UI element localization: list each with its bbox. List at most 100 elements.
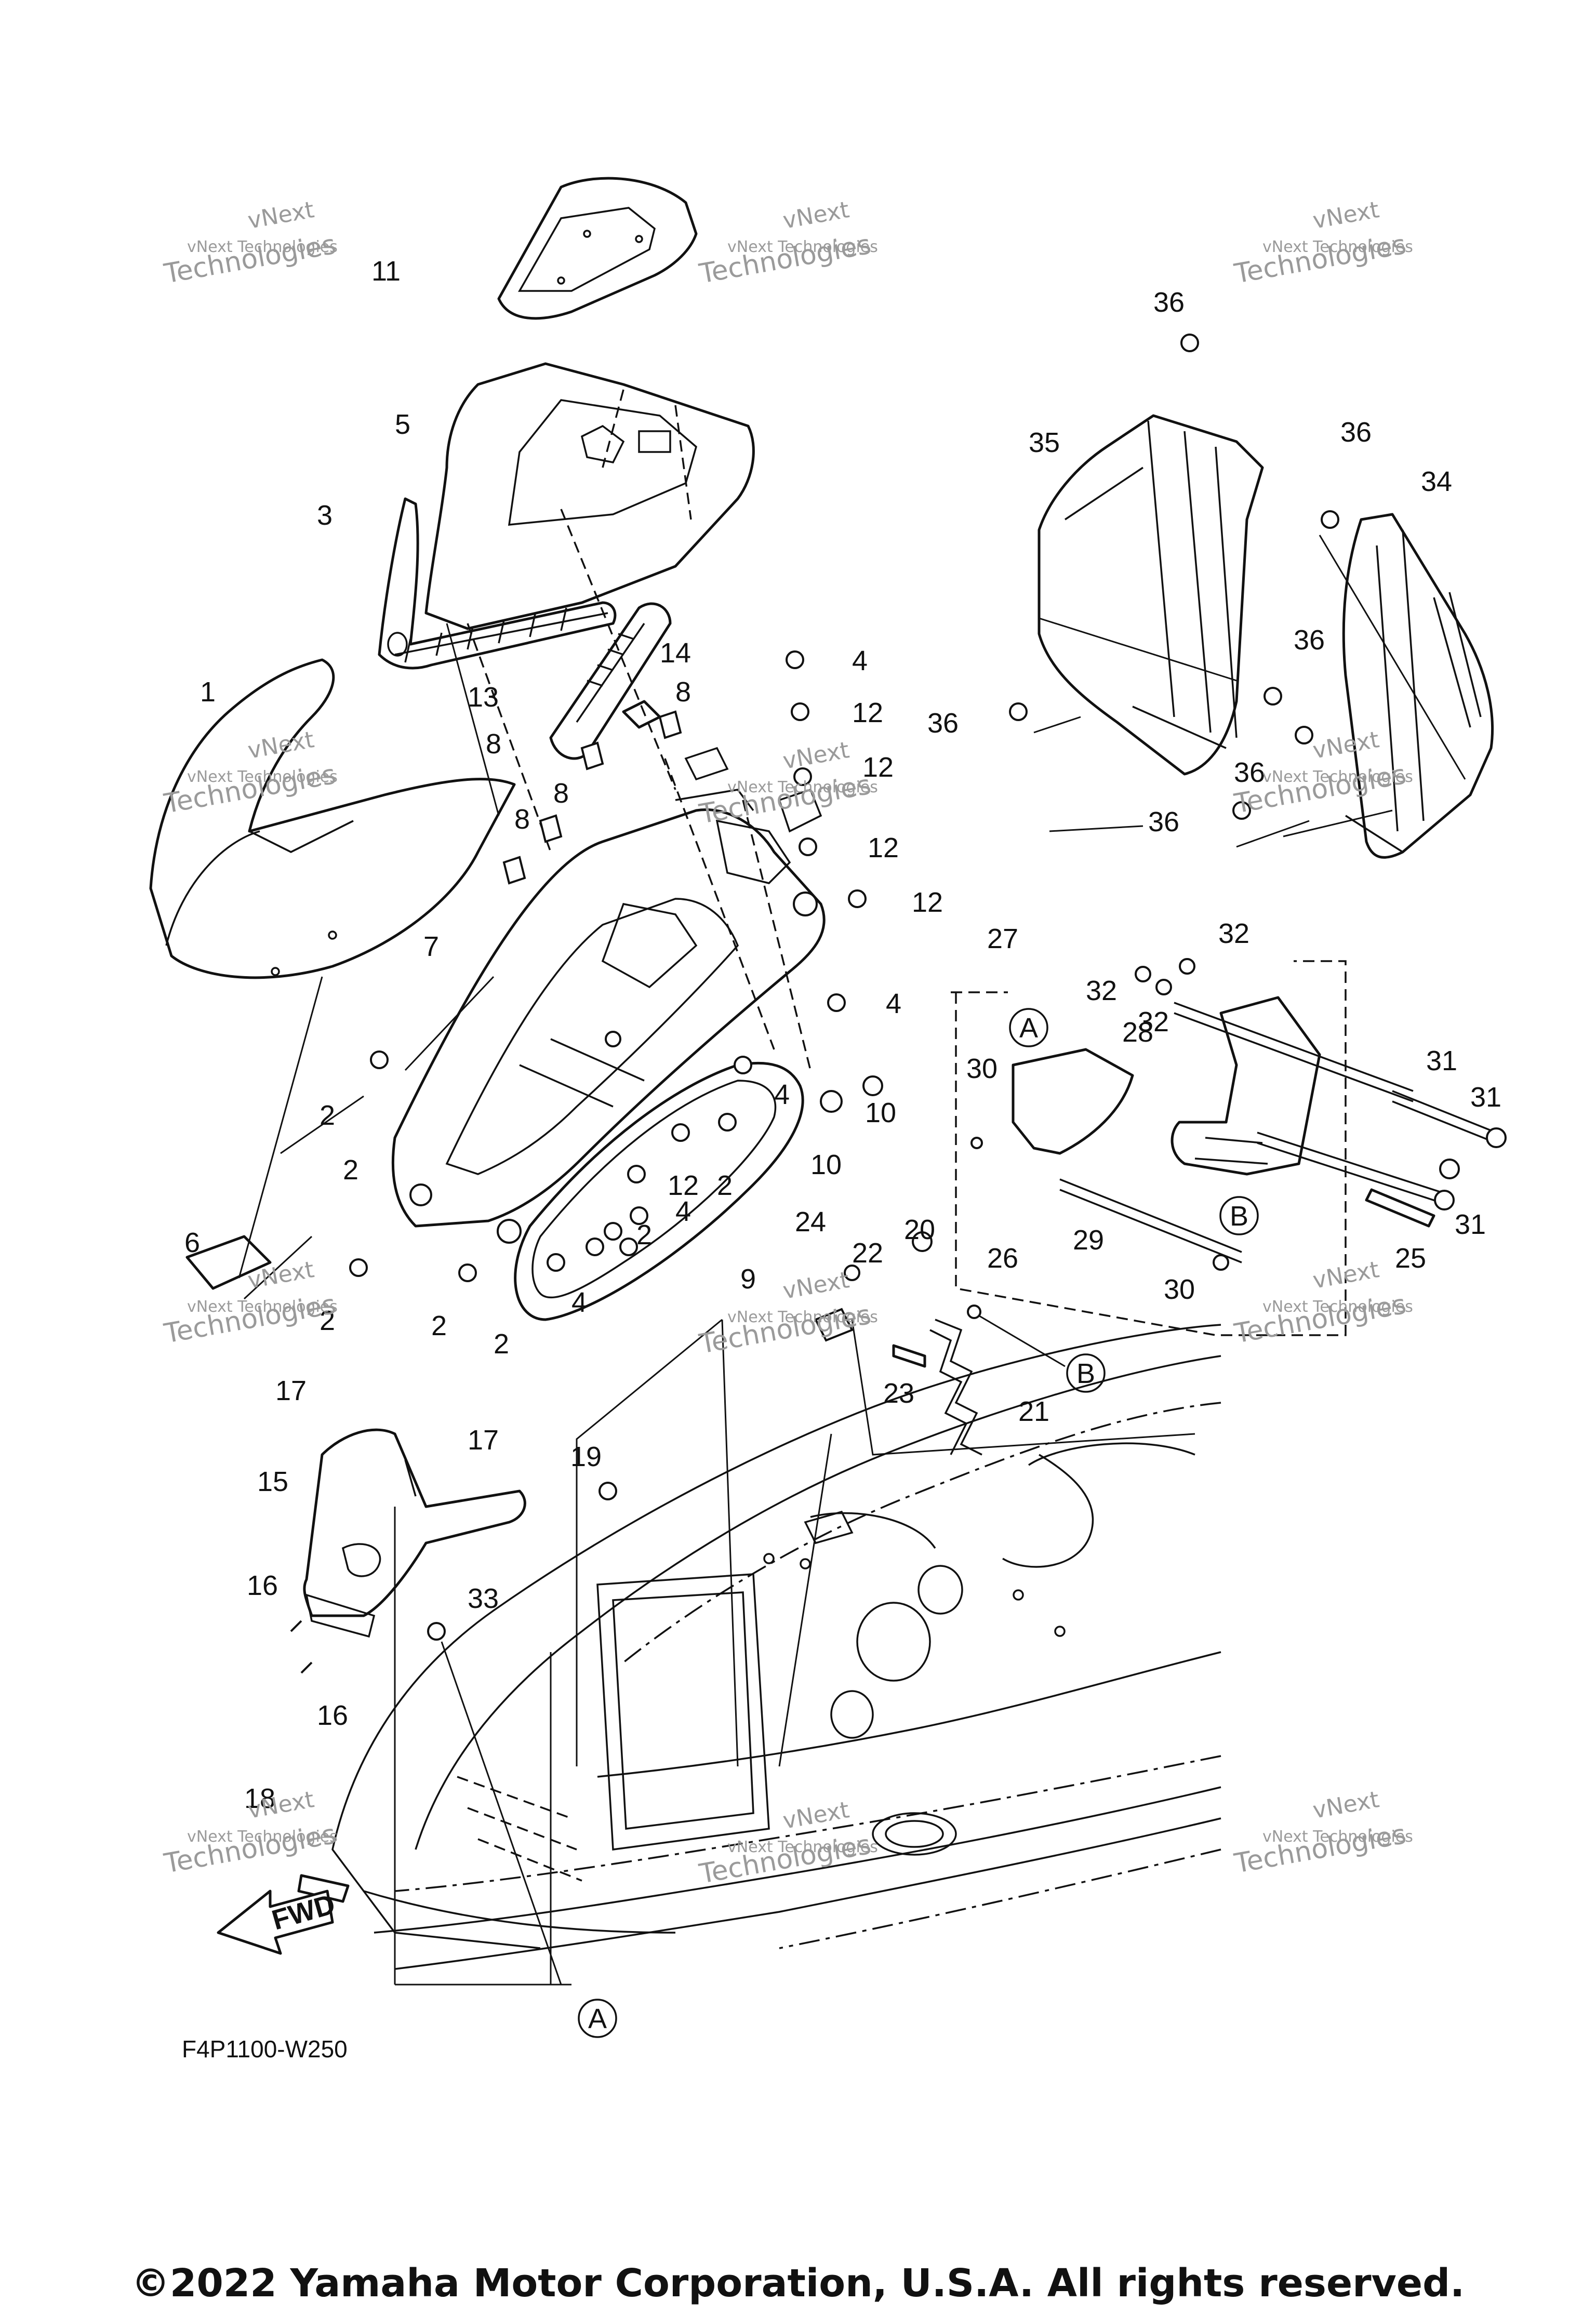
watermark: vNext vNext Technologies Technologies	[162, 1786, 338, 1880]
callout-26: 26	[987, 1243, 1018, 1274]
part-6-pad	[185, 1235, 272, 1290]
callout-8-repeat: 8	[514, 804, 530, 835]
hull-body	[331, 1324, 1221, 1970]
svg-text:vNext: vNext	[781, 196, 851, 234]
callout-3: 3	[317, 500, 332, 531]
copyright-notice: ©2022 Yamaha Motor Corporation, U.S.A. A…	[131, 2261, 1465, 2306]
callout-36: 36	[1153, 287, 1185, 318]
svg-text:B: B	[1230, 1201, 1248, 1232]
svg-text:B: B	[1076, 1358, 1095, 1389]
svg-text:vNext: vNext	[781, 1797, 851, 1834]
watermark: vNext vNext Technologies Technologies	[697, 737, 878, 830]
callout-34: 34	[1421, 466, 1452, 497]
svg-text:vNext Technologies: vNext Technologies	[727, 238, 878, 256]
callout-24: 24	[795, 1206, 826, 1238]
watermark: vNext vNext Technologies Technologies	[1232, 1256, 1413, 1350]
part-34-side-panel	[1342, 513, 1494, 859]
callout-22: 22	[852, 1238, 883, 1269]
callout-36-repeat: 36	[927, 708, 959, 739]
watermark: vNext vNext Technologies Technologies	[697, 1797, 878, 1890]
svg-text:vNext Technologies: vNext Technologies	[1262, 768, 1413, 786]
callout-2-repeat: 2	[320, 1305, 335, 1336]
svg-text:vNext Technologies: vNext Technologies	[727, 1308, 878, 1326]
callout-23: 23	[883, 1378, 914, 1409]
fwd-arrow-icon: FWD	[217, 1888, 338, 1955]
watermark: vNext vNext Technologies Technologies	[162, 1256, 338, 1350]
callout-31-repeat: 31	[1470, 1082, 1501, 1113]
svg-text:vNext Technologies: vNext Technologies	[187, 1828, 338, 1846]
callout-2-repeat: 2	[494, 1328, 509, 1360]
hardware-fasteners	[290, 334, 1339, 1674]
callout-36-repeat: 36	[1234, 757, 1265, 788]
callout-31-repeat: 31	[1455, 1209, 1486, 1240]
watermark: vNext vNext Technologies Technologies	[697, 196, 878, 290]
callout-6: 6	[184, 1227, 200, 1258]
callout-4-repeat: 4	[886, 988, 901, 1019]
ref-circle-b-1: B	[1219, 1196, 1259, 1235]
part-15-rear-fairing	[303, 1428, 526, 1638]
svg-text:vNext: vNext	[246, 196, 316, 234]
callout-30: 30	[966, 1053, 998, 1084]
watermark: vNext vNext Technologies Technologies	[1232, 1786, 1413, 1880]
callout-32: 32	[1218, 918, 1249, 949]
part-35-side-panel	[1038, 414, 1264, 776]
ref-circle-a-1: A	[1009, 1008, 1048, 1047]
part-25-pin	[1365, 1188, 1435, 1228]
svg-text:vNext: vNext	[781, 737, 851, 775]
callout-4-repeat: 4	[675, 1196, 691, 1227]
part-21-spring	[929, 1313, 1066, 1456]
part-18-plate	[297, 1874, 350, 1903]
part-7-storage-frame	[391, 747, 826, 1244]
part-5-upper-cowl	[424, 362, 755, 630]
callout-12-repeat: 12	[862, 752, 894, 783]
callout-2-repeat: 2	[717, 1170, 733, 1201]
callout-5: 5	[395, 409, 410, 440]
svg-text:A: A	[588, 2003, 607, 2034]
callout-labels: 1 2 3 4 5 6 7 8 9 10 11 12 13 14 15 16 1…	[184, 256, 1501, 1814]
callout-2-repeat: 2	[636, 1219, 652, 1250]
callout-19: 19	[570, 1441, 602, 1472]
callout-32-repeat: 32	[1138, 1006, 1169, 1037]
callout-33: 33	[468, 1583, 499, 1614]
callout-32-repeat: 32	[1086, 975, 1117, 1006]
part-13-strap	[549, 602, 672, 760]
callout-8-repeat: 8	[486, 728, 501, 760]
svg-text:vNext Technologies: vNext Technologies	[1262, 238, 1413, 256]
part-27-bracket-assembly	[951, 960, 1347, 1336]
svg-text:vNext Technologies: vNext Technologies	[187, 238, 338, 256]
callout-31: 31	[1426, 1045, 1457, 1076]
callout-36-repeat: 36	[1294, 624, 1325, 656]
callout-12-repeat: 12	[868, 832, 899, 863]
callout-18: 18	[244, 1783, 275, 1814]
part-1-front-cover	[149, 658, 516, 979]
callout-35: 35	[1029, 427, 1060, 458]
callout-13: 13	[468, 682, 499, 713]
callout-20: 20	[904, 1214, 935, 1245]
callout-2-repeat: 2	[343, 1154, 358, 1186]
callout-2: 2	[320, 1100, 335, 1131]
svg-text:vNext: vNext	[1311, 1786, 1381, 1824]
svg-text:vNext Technologies: vNext Technologies	[1262, 1828, 1413, 1846]
part-3-grille-trim	[378, 497, 617, 670]
ref-circle-a-2: A	[578, 1999, 617, 2038]
callout-12-repeat: 12	[912, 887, 943, 918]
callout-25: 25	[1395, 1243, 1426, 1274]
callout-4-repeat: 4	[571, 1287, 587, 1318]
callout-21: 21	[1018, 1396, 1049, 1427]
callout-4-repeat: 4	[774, 1079, 790, 1110]
part-23-pin	[892, 1344, 926, 1368]
callout-16-repeat: 16	[317, 1700, 348, 1731]
callout-30-repeat: 30	[1164, 1274, 1195, 1305]
callout-28: 28	[1122, 1017, 1153, 1048]
callout-27: 27	[987, 923, 1018, 954]
callout-8-repeat: 8	[553, 778, 569, 809]
svg-text:vNext Technologies: vNext Technologies	[187, 768, 338, 786]
callout-8: 8	[675, 676, 691, 708]
callout-17: 17	[275, 1375, 307, 1406]
callout-9: 9	[740, 1263, 756, 1295]
callout-14: 14	[660, 637, 691, 669]
callout-12: 12	[852, 697, 883, 728]
svg-text:A: A	[1019, 1013, 1038, 1044]
callout-2-repeat: 2	[431, 1310, 447, 1341]
